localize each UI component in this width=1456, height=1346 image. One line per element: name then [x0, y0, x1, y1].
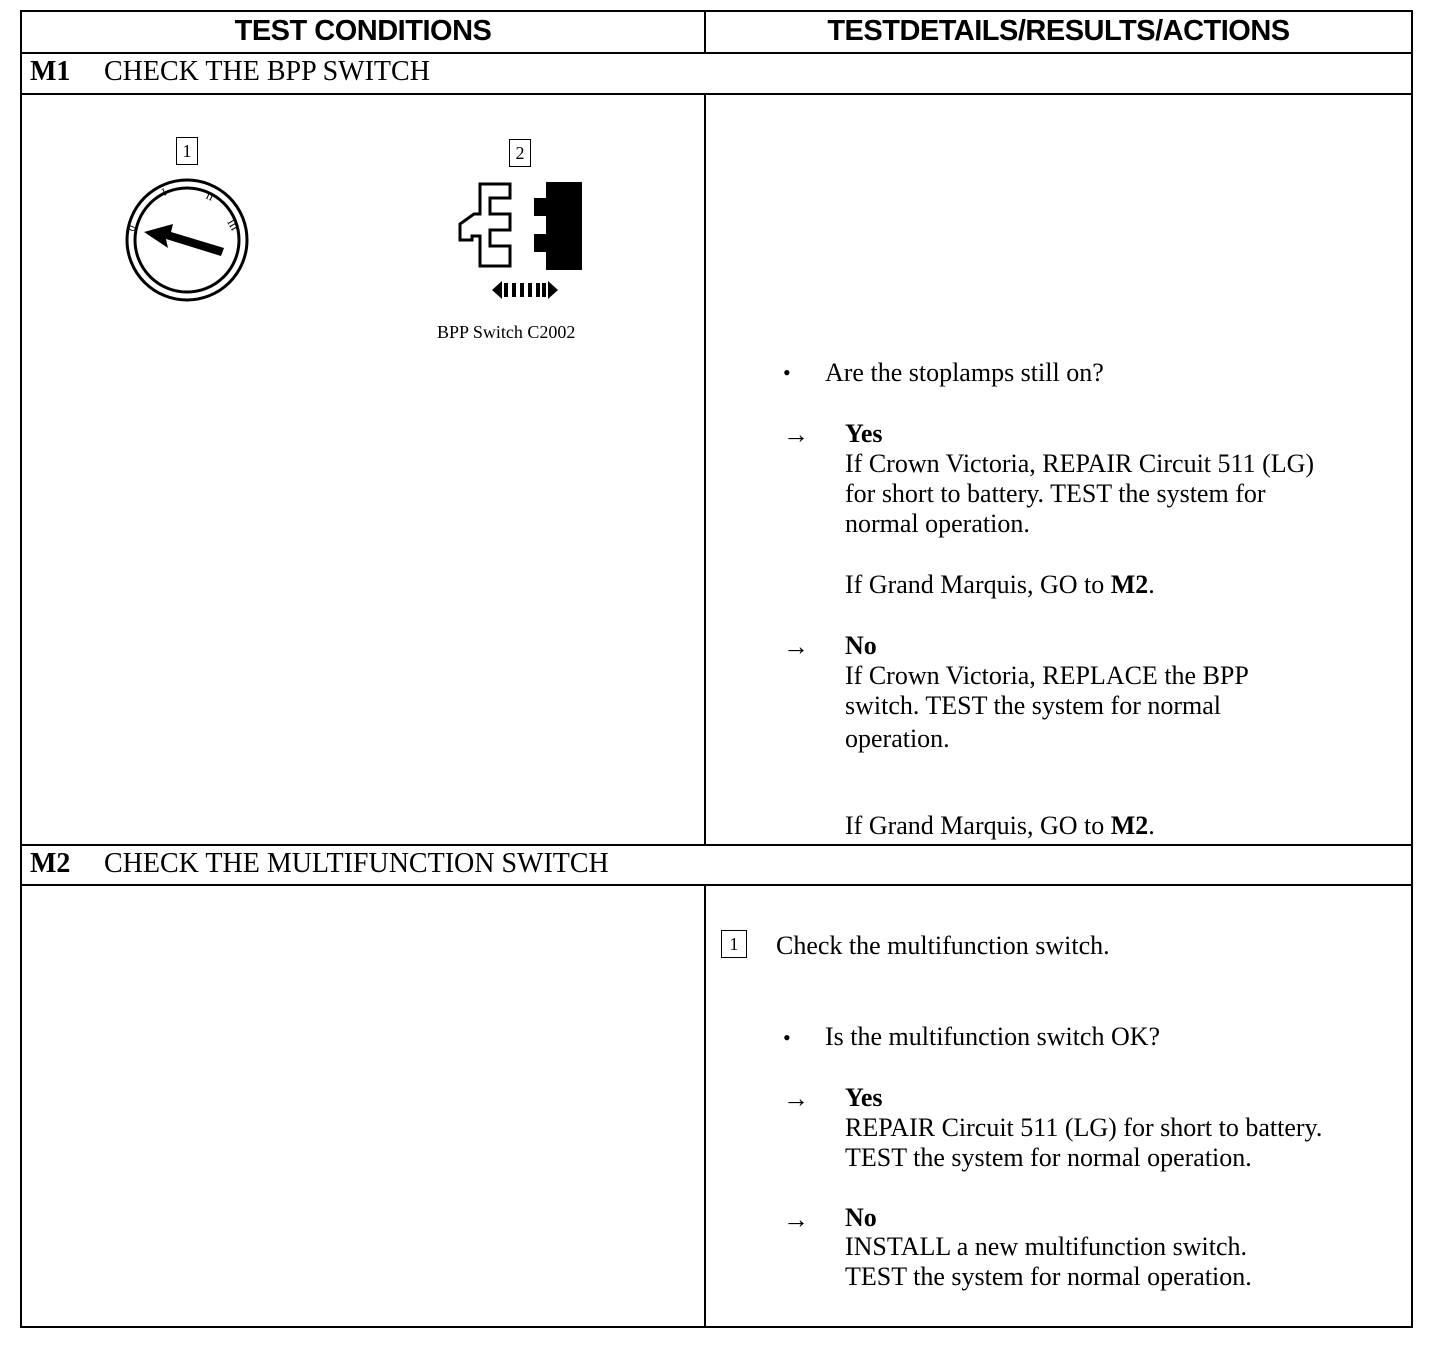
m2-no-line-2: TEST the system for normal operation. [845, 1262, 1252, 1291]
m1-no-label: No [845, 631, 877, 660]
m2-title-top-divider [20, 844, 1413, 846]
m1-question: Are the stoplamps still on? [825, 358, 1104, 387]
m1-yes-go-prefix: If Grand Marquis, GO to [845, 570, 1111, 599]
m1-no-go: If Grand Marquis, GO to M2. [845, 811, 1155, 841]
header-test-conditions: TEST CONDITIONS [234, 14, 492, 47]
m1-yes-go-suffix: . [1148, 570, 1155, 599]
column-divider-m1 [704, 93, 706, 845]
m1-figure2-caption: BPP Switch C2002 [437, 322, 576, 342]
m2-no-arrow-icon: → [783, 1205, 809, 1234]
bpp-switch-connector-icon [458, 182, 582, 299]
m1-title-divider [20, 93, 1413, 95]
m1-yes-line-1: If Crown Victoria, REPAIR Circuit 511 (L… [845, 449, 1315, 478]
m1-no-line-1: If Crown Victoria, REPLACE the BPP [845, 661, 1249, 690]
svg-text:0: 0 [126, 223, 139, 233]
m1-no-go-prefix: If Grand Marquis, GO to [845, 811, 1111, 840]
m1-no-line-2: switch. TEST the system for normal [845, 691, 1221, 720]
m1-yes-line-3: normal operation. [845, 509, 1030, 538]
m1-no-go-suffix: . [1148, 811, 1155, 840]
m2-no-label: No [845, 1203, 877, 1232]
m1-question-bullet: • [783, 360, 791, 385]
m1-yes-line-2: for short to battery. TEST the system fo… [845, 479, 1266, 508]
m2-yes-arrow-icon: → [783, 1084, 809, 1113]
table-border-top [20, 10, 1413, 12]
header-test-details: TESTDETAILS/RESULTS/ACTIONS [827, 14, 1290, 47]
m2-step-title-text: CHECK THE MULTIFUNCTION SWITCH [104, 848, 609, 879]
m1-no-arrow-icon: → [783, 632, 809, 661]
table-border-bottom [20, 1326, 1413, 1328]
m1-yes-go: If Grand Marquis, GO to M2. [845, 570, 1155, 600]
m2-question: Is the multifunction switch OK? [825, 1022, 1161, 1051]
ignition-switch-icon: 0 I II III [125, 178, 249, 302]
m1-figure2-number: 2 [509, 139, 531, 167]
column-divider-m2 [704, 884, 706, 1327]
m2-yes-line-1: REPAIR Circuit 511 (LG) for short to bat… [845, 1113, 1323, 1142]
m2-yes-line-2: TEST the system for normal operation. [845, 1143, 1252, 1172]
m2-no-line-1: INSTALL a new multifunction switch. [845, 1232, 1248, 1261]
svg-text:I: I [160, 186, 169, 199]
m2-title-divider [20, 884, 1413, 886]
m1-step-id: M1 [30, 56, 71, 87]
m1-yes-arrow-icon: → [783, 420, 809, 449]
m1-no-line-3: operation. [845, 724, 950, 753]
m2-question-bullet: • [783, 1025, 791, 1050]
m2-step-number: 1 [721, 930, 747, 958]
table-border-left [20, 10, 22, 1328]
m1-yes-label: Yes [845, 419, 883, 448]
m2-yes-label: Yes [845, 1083, 883, 1112]
m1-figure1-number: 1 [176, 137, 198, 165]
m1-step-title: M1 CHECK THE BPP SWITCH [30, 56, 430, 88]
table-border-right [1411, 10, 1413, 1328]
m2-step-id: M2 [30, 848, 71, 879]
m1-yes-go-target: M2 [1110, 570, 1149, 599]
header-divider [20, 52, 1413, 54]
m1-step-title-text: CHECK THE BPP SWITCH [104, 56, 430, 87]
column-divider-header [704, 10, 706, 53]
m2-step-title: M2 CHECK THE MULTIFUNCTION SWITCH [30, 848, 609, 880]
m2-step-text: Check the multifunction switch. [776, 931, 1110, 960]
m1-no-go-target: M2 [1110, 811, 1149, 840]
